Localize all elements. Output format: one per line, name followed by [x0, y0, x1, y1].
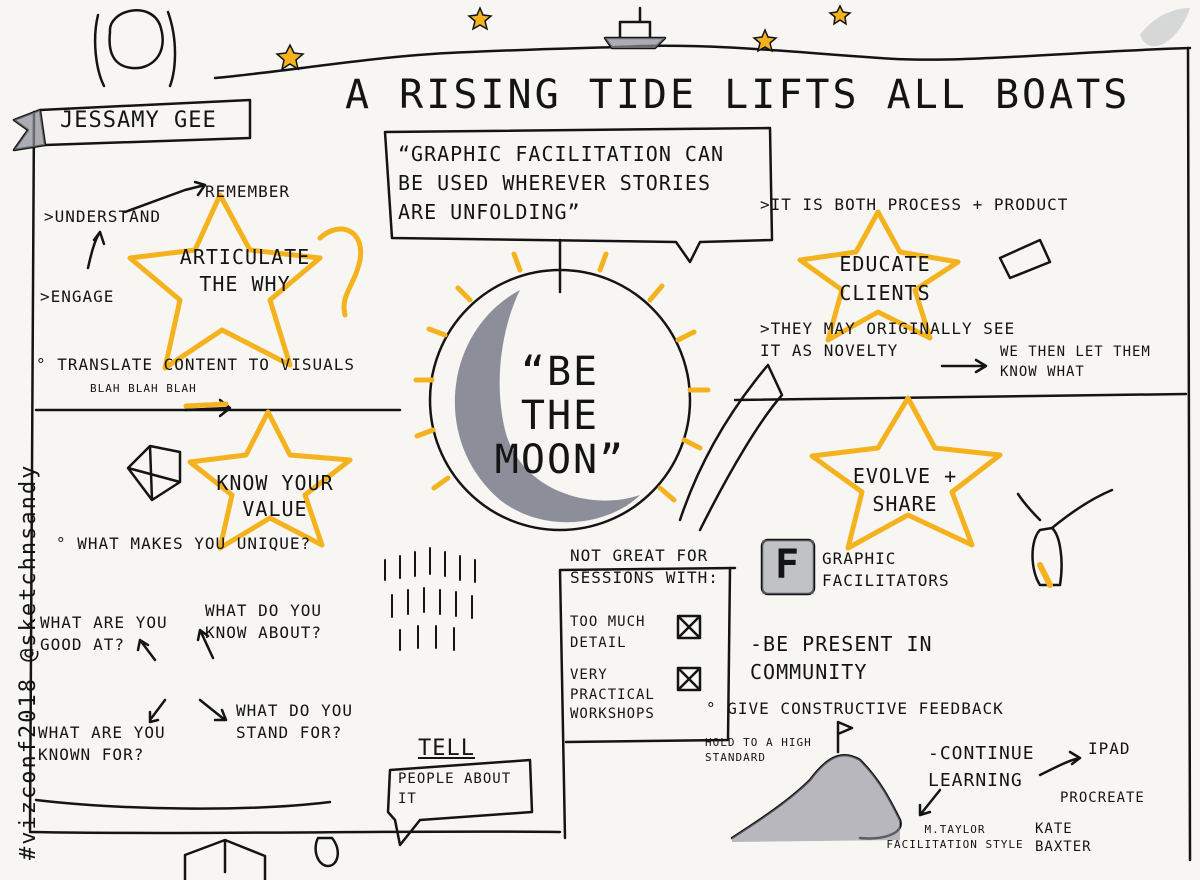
crowd: [384, 547, 476, 651]
quote-box: [383, 126, 774, 264]
high-standard-text: HOLD TO A HIGH STANDARD: [705, 736, 812, 765]
center-quote: “BE THE MOON”: [494, 349, 626, 483]
tell-text: TELL: [418, 736, 475, 761]
known-for-text: WHAT ARE YOU KNOWN FOR?: [38, 723, 166, 765]
unique-text: ° WHAT MAKES YOU UNIQUE?: [56, 534, 312, 553]
mtaylor-text: M.TAYLOR FACILITATION STYLE: [886, 823, 1024, 852]
main-quote: “GRAPHIC FACILITATION CAN BE USED WHEREV…: [398, 142, 725, 224]
tell-bubble: [386, 758, 534, 847]
yellow-highlights: [127, 192, 1053, 588]
articulate-why: ARTICULATE THE WHY: [179, 245, 311, 296]
stand-for-text: WHAT DO YOU STAND FOR?: [236, 701, 353, 743]
frame-right: [1186, 46, 1192, 862]
side-credit: #vizconf2018 @sketchnsandy: [16, 463, 41, 860]
star-educate: [797, 209, 961, 343]
book: [183, 838, 267, 880]
evolve-share: EVOLVE + SHARE: [852, 464, 958, 516]
frame-left: [28, 110, 36, 832]
ladder: [678, 363, 784, 532]
not-great-item: TOO MUCH DETAIL: [570, 614, 646, 651]
page-title: A RISING TIDE LIFTS ALL BOATS: [345, 72, 1131, 118]
remember-text: REMEMBER: [205, 182, 291, 201]
grey-shading: [14, 8, 1190, 842]
frame-bottom: [28, 830, 562, 835]
continue-learning-text: -CONTINUE LEARNING: [928, 743, 1035, 791]
know-about-text: WHAT DO YOU KNOW ABOUT?: [205, 601, 322, 643]
understand-text: >UNDERSTAND: [44, 207, 161, 226]
speaker-name: JESSAMY GEE: [60, 108, 217, 133]
people-about-text: PEOPLE ABOUT IT: [398, 771, 512, 807]
graphic-facilitators-text: GRAPHIC FACILITATORS: [822, 549, 950, 591]
ipad-text: iPAD: [1088, 739, 1131, 758]
translate-text: ° TRANSLATE CONTENT TO VISUALS: [36, 355, 355, 374]
moon-ring: [428, 268, 692, 532]
speaker-face: [108, 9, 164, 70]
kate-baxter-text: KATE BAXTER: [1035, 821, 1092, 856]
good-at-text: WHAT ARE YOU GOOD AT?: [40, 613, 168, 655]
star-articulate: [127, 192, 323, 371]
sky-stars: [275, 4, 852, 71]
star-evolve: [809, 395, 1003, 551]
novelty-text: >THEY MAY ORIGINALLY SEE IT AS NOVELTY: [760, 319, 1016, 361]
give-feedback-text: ° GIVE CONSTRUCTIVE FEEDBACK: [706, 699, 1004, 718]
procreate-text: PROCREATE: [1060, 790, 1145, 806]
engage-text: >ENGAGE: [40, 287, 115, 306]
process-product-text: >IT IS BOTH PROCESS + PRODUCT: [760, 195, 1069, 214]
f-badge-letter: F: [775, 542, 801, 588]
star-value: [187, 409, 353, 551]
be-present-text: -BE PRESENT IN COMMUNITY: [750, 632, 933, 684]
we-then-text: WE THEN LET THEM KNOW WHAT: [1000, 344, 1151, 380]
know-your-value: KNOW YOUR VALUE: [216, 471, 334, 521]
educate-clients: EDUCATE CLIENTS: [839, 252, 931, 305]
diamond: [126, 444, 182, 502]
not-great-heading: NOT GREAT FOR SESSIONS WITH:: [570, 546, 719, 588]
not-great-box: [558, 566, 737, 840]
blah-text: BLAH BLAH BLAH: [90, 382, 197, 395]
not-great-item: VERY PRACTICAL WORKSHOPS: [570, 667, 655, 723]
